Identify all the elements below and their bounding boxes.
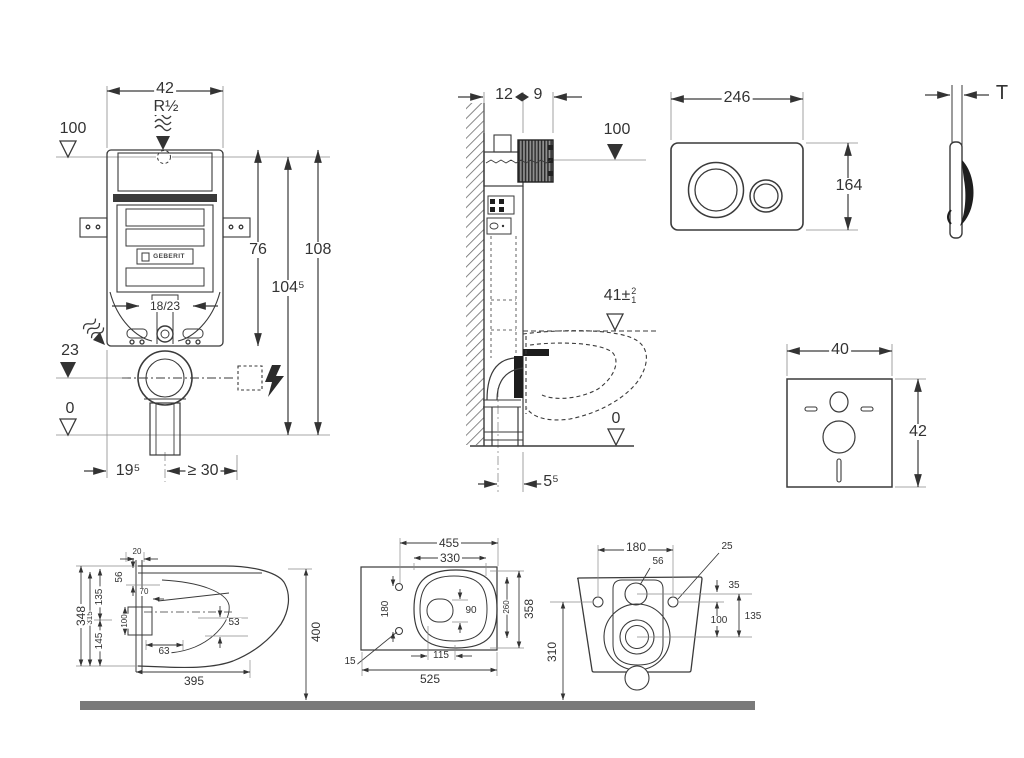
- dim-top-260: 260: [502, 599, 511, 615]
- dim-top-330: 330: [437, 551, 463, 565]
- dim-pan-53: 53: [226, 617, 242, 628]
- side-view: [458, 92, 656, 492]
- dim-rear-135: 135: [742, 611, 764, 622]
- dim-frame-width: 42: [154, 80, 176, 97]
- dim-rear-35: 35: [726, 580, 742, 591]
- level-100-side: 100: [601, 121, 633, 138]
- level-100-front: 100: [57, 120, 89, 137]
- dim-rear-56: 56: [650, 556, 666, 567]
- dim-bolt-spacing: 18/23: [147, 299, 183, 313]
- dim-pan-70: 70: [138, 587, 150, 596]
- dim-top-115: 115: [431, 650, 451, 661]
- sound-pad-view: [786, 344, 926, 488]
- pan-top-view: [354, 538, 524, 676]
- dim-pan-20: 20: [131, 547, 143, 556]
- dim-pan-400: 400: [309, 619, 323, 645]
- dim-offset-195: 19⁵: [113, 462, 143, 479]
- dim-pan-145: 145: [94, 630, 105, 652]
- dim-rear-180: 180: [623, 540, 649, 554]
- dim-top-455: 455: [436, 536, 462, 550]
- tol-minus: 1: [631, 295, 637, 305]
- dim-offset-55: 5⁵: [541, 473, 561, 490]
- dim-height-1045: 104⁵: [269, 279, 307, 296]
- geberit-logo: GEBERIT: [153, 252, 185, 260]
- dim-pan-135: 135: [94, 586, 105, 608]
- dim-pad-height: 42: [907, 423, 929, 440]
- tol-base: 41±: [603, 287, 631, 304]
- dim-supply-thread: R½: [151, 98, 181, 115]
- dim-top-15: 15: [342, 656, 358, 667]
- dim-rear-100: 100: [708, 615, 730, 626]
- dim-top-90: 90: [463, 605, 479, 616]
- dim-depth-9: 9: [531, 86, 545, 103]
- dim-pan-100: 100: [120, 613, 129, 629]
- level-23: 23: [59, 342, 81, 359]
- dim-min-30: ≥ 30: [185, 462, 221, 479]
- dim-pan-395: 395: [181, 674, 207, 688]
- dim-top-180: 180: [380, 598, 391, 620]
- dim-pad-width: 40: [829, 341, 851, 358]
- dim-pan-63: 63: [156, 646, 172, 657]
- dim-pan-348: 348: [74, 603, 88, 629]
- dim-top-525: 525: [417, 672, 443, 686]
- dim-plate-height: 164: [833, 177, 865, 194]
- level-0-front: 0: [63, 400, 77, 417]
- tol-plus: 2: [631, 286, 637, 296]
- dim-top-358: 358: [522, 596, 536, 622]
- dim-height-108: 108: [302, 241, 334, 258]
- dim-rear-25: 25: [719, 541, 735, 552]
- floor-bar: [80, 701, 755, 710]
- flush-plate-view: [670, 92, 858, 231]
- dim-plate-thickness: T: [993, 82, 1011, 104]
- dim-height-76: 76: [247, 241, 269, 258]
- pan-side-view: [76, 552, 312, 701]
- dim-pan-56: 56: [114, 569, 125, 585]
- plate-profile-view: [925, 85, 989, 239]
- dim-depth-12: 12: [493, 86, 515, 103]
- dim-rear-310: 310: [545, 639, 559, 665]
- level-0-side: 0: [609, 410, 623, 427]
- dim-plate-width: 246: [721, 89, 753, 106]
